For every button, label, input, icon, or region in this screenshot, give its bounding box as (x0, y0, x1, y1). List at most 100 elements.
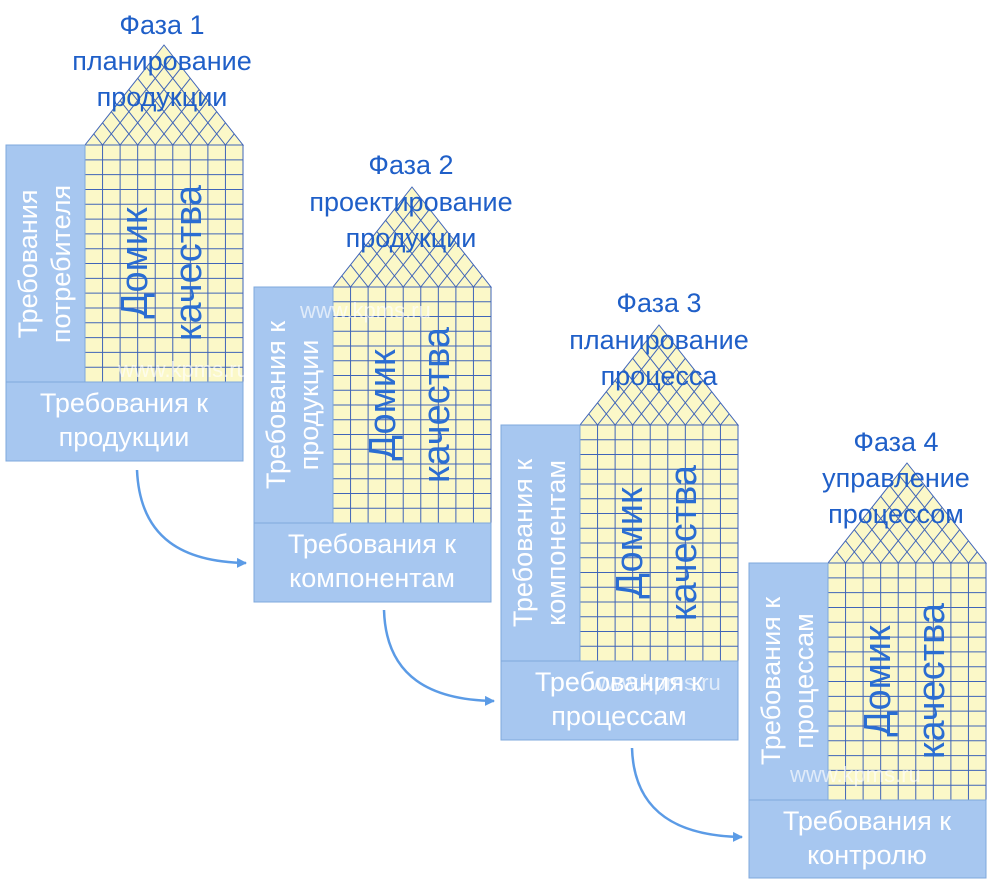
roof-line (102, 122, 121, 146)
roof-line (880, 496, 934, 564)
roof-line (623, 369, 669, 426)
roof-line (385, 220, 439, 288)
house-roof (83, 44, 245, 146)
phase-title-line1: Фаза 2 (368, 150, 453, 180)
house-label-line2: качества (911, 602, 953, 759)
roof-line (720, 413, 730, 426)
arrow-phase3-to-phase4 (630, 747, 743, 842)
roof-line (154, 89, 200, 146)
roof-line (367, 208, 430, 288)
left-label-line2: продукции (294, 340, 324, 471)
phase-2: Домик качества Требования к продукции Тр… (253, 150, 513, 603)
phase-title-line2: проектирование (309, 187, 512, 217)
roof-line (473, 275, 483, 288)
bottom-label-line1: Требования к (288, 529, 456, 559)
roof-line (588, 413, 598, 426)
roof-line (871, 507, 917, 564)
left-panel (5, 144, 86, 383)
roof-line (605, 391, 634, 426)
roof-line (614, 346, 677, 426)
phase-3: Домик качества Требования к компонентам … (500, 288, 749, 741)
arrow-phase2-to-phase3 (382, 609, 495, 706)
phase-title-line2: планирование (72, 46, 251, 76)
house-label-line2: качества (663, 464, 705, 621)
bottom-panel (253, 522, 492, 603)
roof-line (968, 551, 978, 564)
left-label-line1: Требования к (756, 597, 786, 765)
bottom-label-line1: Требования к (535, 667, 703, 697)
left-label-line1: Требования к (508, 459, 538, 627)
house-label-line2: качества (168, 184, 210, 341)
roof-line (614, 380, 651, 426)
roof-line (154, 55, 226, 146)
left-label-line1: Требования к (261, 321, 291, 489)
watermarks: www.kpms.ru www.kpms.ru www.kpms.ru www.… (117, 298, 921, 787)
house-roof (826, 462, 988, 564)
house-label-line1: Домик (362, 349, 404, 461)
left-panel (748, 562, 829, 801)
phase-title-line3: продукции (97, 82, 228, 112)
roof-line (402, 231, 448, 288)
left-panel (253, 286, 334, 524)
roof-line (845, 540, 864, 564)
left-panel (500, 424, 581, 662)
bottom-panel (5, 381, 244, 462)
roof-line (341, 275, 351, 288)
bottom-panel (500, 660, 739, 741)
phase-1: Домик качества Требования потребителя Тр… (5, 10, 252, 462)
bottom-label-line2: компонентам (289, 563, 455, 593)
left-label-line2: процессам (789, 613, 819, 748)
house-label-line1: Домик (609, 487, 651, 599)
roof-line (889, 484, 952, 564)
watermark-text: www.kpms.ru (117, 357, 249, 382)
watermark-text: www.kpms.ru (299, 298, 431, 323)
roof-line (376, 231, 422, 288)
roof-line (597, 402, 616, 426)
flow-arrows (135, 469, 743, 842)
bottom-label-line2: продукции (59, 422, 190, 452)
roof-line (932, 529, 961, 564)
phase-4: Домик качества Требования к процессам Тр… (748, 427, 988, 879)
phase-title-line1: Фаза 4 (853, 427, 938, 457)
phase-title-line2: планирование (569, 325, 748, 355)
left-label-line2: компонентам (541, 460, 571, 626)
bottom-label-line1: Требования к (40, 388, 208, 418)
roof-line (367, 242, 404, 288)
bottom-label-line2: процессам (551, 701, 686, 731)
bottom-label-line1: Требования к (783, 806, 951, 836)
phase-title-line1: Фаза 1 (119, 10, 204, 40)
house-roof (331, 186, 493, 288)
roof-line (93, 133, 103, 146)
roof-line (853, 529, 882, 564)
left-label-line1: Требования (13, 190, 43, 339)
phase-title-line3: процесса (601, 361, 719, 391)
left-label-line2: потребителя (46, 185, 76, 343)
phase-title-line3: процессом (828, 499, 964, 529)
phase-title-line3: продукции (346, 223, 477, 253)
roof-line (649, 369, 695, 426)
roof-line (350, 264, 369, 288)
phase-title-line2: управление (822, 463, 970, 493)
bottom-label-line2: контролю (807, 840, 927, 870)
phase-title-line1: Фаза 3 (616, 288, 701, 318)
roof-line (119, 100, 156, 146)
roof-line (394, 208, 457, 288)
roof-line (641, 346, 704, 426)
watermark-text: www.kpms.ru (789, 762, 921, 787)
roof-line (836, 551, 846, 564)
house-label-line1: Домик (857, 625, 899, 737)
house-label-line1: Домик (114, 207, 156, 319)
matrix-grid (85, 145, 243, 382)
bottom-panel (748, 799, 987, 879)
roof-line (119, 66, 182, 146)
matrix-grid (333, 287, 491, 523)
roof-line (128, 89, 174, 146)
matrix-grid (828, 563, 986, 800)
watermark-text: www.kpms.ru (589, 670, 721, 695)
roof-line (358, 253, 387, 288)
roof-line (862, 518, 899, 564)
roof-line (189, 111, 218, 146)
roof-line (137, 78, 191, 146)
roof-line (897, 507, 943, 564)
